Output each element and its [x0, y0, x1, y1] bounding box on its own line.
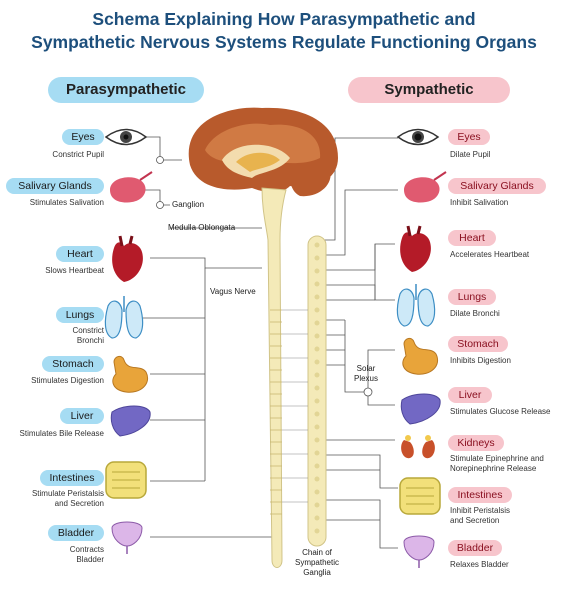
sympathetic-chain — [282, 235, 327, 547]
parasympathetic-header: Parasympathetic — [48, 77, 204, 103]
intestines-icon-right — [399, 477, 441, 515]
symp-stomach-effect: Inhibits Digestion — [450, 356, 511, 365]
bladder-icon — [111, 521, 143, 554]
stomach-icon — [112, 355, 148, 393]
chain-label-3: Ganglia — [303, 568, 331, 577]
symp-stomach-label: Stomach — [448, 336, 508, 352]
spinal-cord — [261, 187, 287, 568]
para-eyes-label: Eyes — [62, 129, 104, 145]
solar-plexus-label-2: Plexus — [353, 374, 378, 383]
para-salivary-effect: Stimulates Salivation — [29, 198, 104, 207]
symp-kidneys-effect-2: Norepinephrine Release — [450, 464, 537, 473]
symp-intestines-label: Intestines — [448, 487, 512, 503]
chain-label-1: Chain of — [302, 548, 332, 557]
para-intestines-effect-1: Stimulate Peristalsis — [31, 489, 104, 498]
bladder-icon-right — [403, 535, 435, 568]
para-bladder-effect-1: Contracts — [69, 545, 104, 554]
kidneys-icon — [401, 435, 435, 459]
para-heart-effect: Slows Heartbeat — [45, 266, 104, 275]
symp-heart-label: Heart — [448, 230, 496, 246]
para-liver-label: Liver — [60, 408, 104, 424]
vagus-nerve-label: Vagus Nerve — [210, 287, 256, 296]
brain-icon — [188, 107, 338, 197]
ganglion-label: Ganglion — [172, 200, 205, 209]
title-line-1: Schema Explaining How Parasympathetic an… — [92, 9, 476, 29]
lungs-icon — [104, 296, 144, 339]
symp-eyes-label: Eyes — [448, 129, 490, 145]
para-salivary-label: Salivary Glands — [6, 178, 104, 194]
heart-icon-right — [400, 225, 431, 272]
lungs-icon-right — [396, 284, 436, 327]
para-eyes-effect: Constrict Pupil — [52, 150, 104, 159]
ganglion-nodes — [156, 156, 373, 397]
spinal-nerve-ticks — [270, 309, 282, 515]
para-heart-label: Heart — [56, 246, 104, 262]
symp-eyes-effect: Dilate Pupil — [450, 150, 491, 159]
stomach-icon-right — [402, 337, 438, 375]
symp-kidneys-label: Kidneys — [448, 435, 504, 451]
sympathetic-header: Sympathetic — [348, 77, 510, 103]
para-stomach-effect: Stimulates Digestion — [31, 376, 104, 385]
symp-intestines-effect-2: and Secretion — [450, 516, 500, 525]
title-line-2: Sympathetic Nervous Systems Regulate Fun… — [31, 32, 537, 52]
symp-bladder-effect: Relaxes Bladder — [450, 560, 509, 569]
symp-bladder-label: Bladder — [448, 540, 502, 556]
solar-plexus-label-1: Solar — [356, 364, 376, 373]
symp-salivary-effect: Inhibit Salivation — [450, 198, 509, 207]
para-lungs-label: Lungs — [56, 307, 104, 323]
symp-lungs-label: Lungs — [448, 289, 496, 305]
symp-liver-effect: Stimulates Glucose Release — [450, 407, 551, 416]
liver-icon — [110, 405, 151, 437]
liver-icon-right — [400, 393, 441, 425]
symp-salivary-label: Salivary Glands — [448, 178, 546, 194]
para-intestines-effect-2: and Secretion — [54, 499, 104, 508]
intestines-icon — [105, 461, 147, 499]
para-liver-effect: Stimulates Bile Release — [19, 429, 104, 438]
connector-lines — [140, 136, 398, 549]
chain-label-2: Sympathetic — [294, 558, 340, 567]
eye-icon-right — [396, 128, 440, 146]
salivary-gland-icon — [110, 171, 153, 203]
symp-heart-effect: Accelerates Heartbeat — [450, 250, 530, 259]
para-bladder-label: Bladder — [48, 525, 104, 541]
symp-kidneys-effect-1: Stimulate Epinephrine and — [450, 454, 544, 463]
para-intestines-label: Intestines — [40, 470, 104, 486]
para-stomach-label: Stomach — [42, 356, 104, 372]
eye-icon — [104, 128, 148, 146]
symp-lungs-effect: Dilate Bronchi — [450, 309, 500, 318]
diagram-title: Schema Explaining How Parasympathetic an… — [0, 8, 568, 54]
salivary-gland-icon-right — [404, 171, 447, 203]
medulla-oblongata-label: Medulla Oblongata — [168, 223, 236, 232]
symp-liver-label: Liver — [448, 387, 492, 403]
para-bladder-effect-2: Bladder — [76, 555, 104, 564]
para-lungs-effect-1: Constrict — [72, 326, 104, 335]
heart-icon — [112, 235, 143, 282]
symp-intestines-effect-1: Inhibit Peristalsis — [450, 506, 511, 515]
para-lungs-effect-2: Bronchi — [76, 336, 104, 345]
